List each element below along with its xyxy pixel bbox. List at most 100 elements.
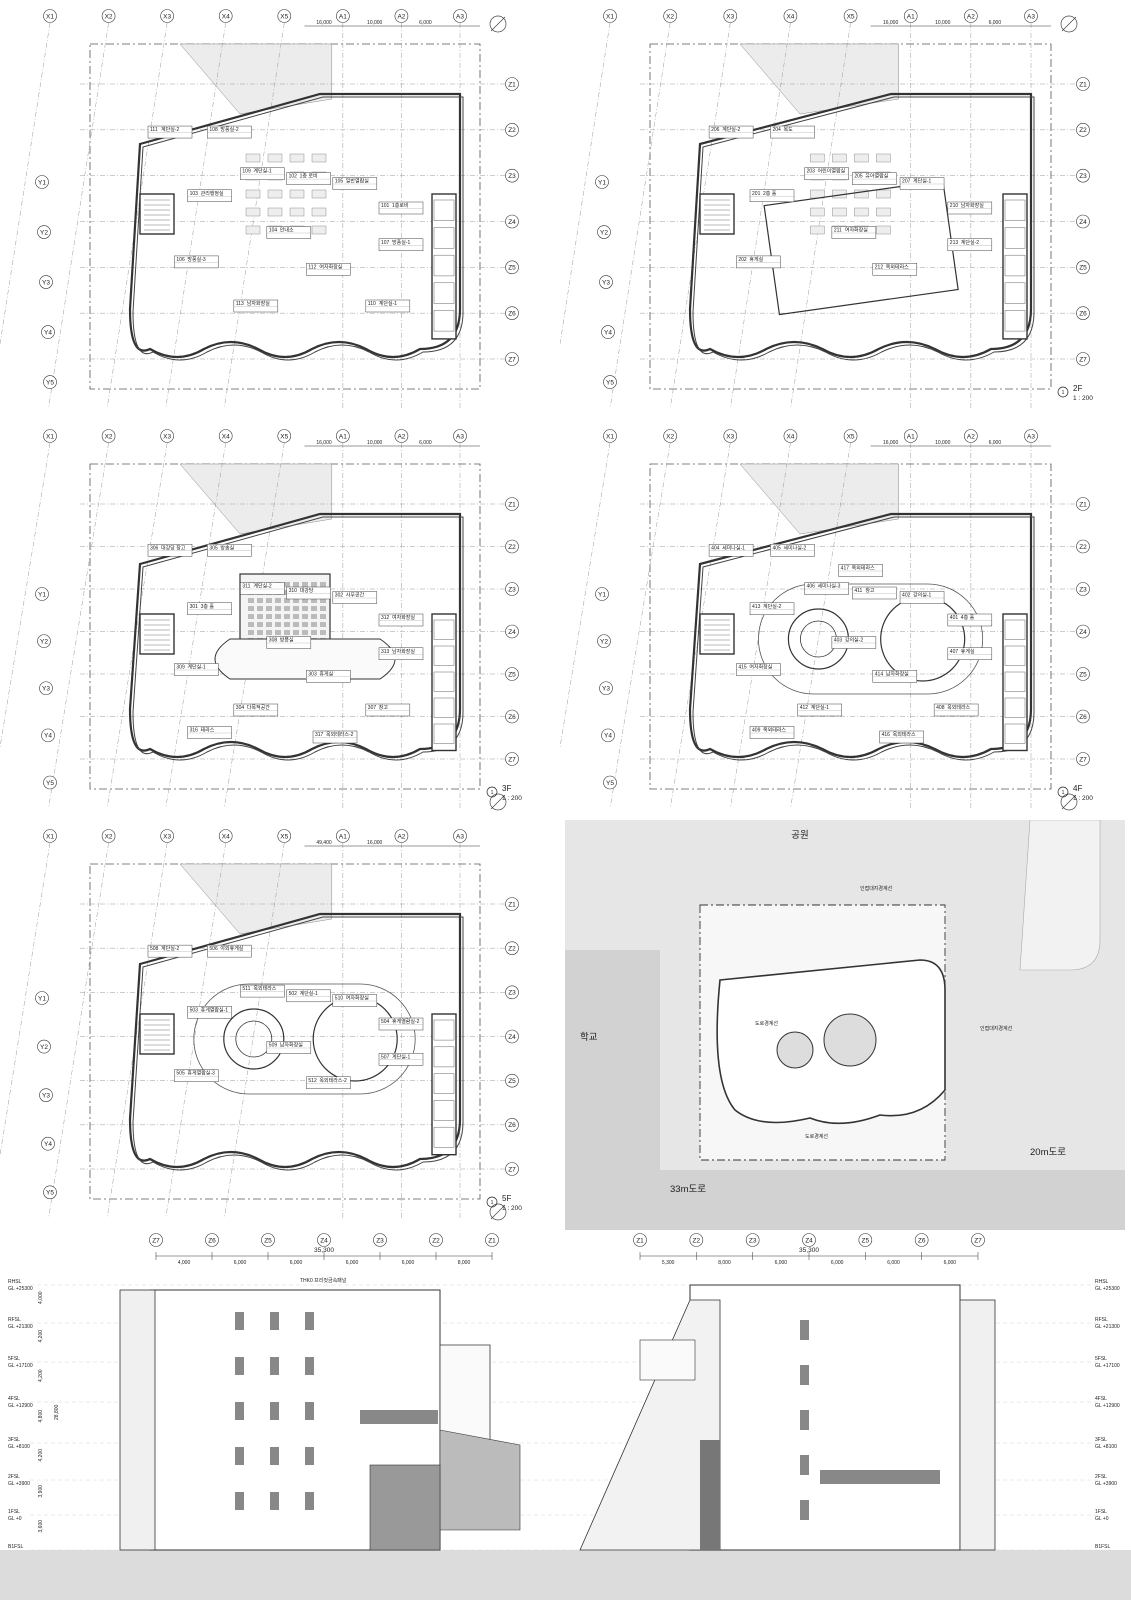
plan-4f-room-tag-408 (933, 703, 979, 717)
plan-3f-grid-z4-circle (505, 624, 519, 639)
plan-3f-seat (311, 630, 317, 635)
plan-2f-furniture (810, 153, 825, 163)
plan-4f-grid-z5-label: Z5 (1079, 671, 1087, 678)
plan-4f-grid-y1-circle (595, 587, 609, 601)
plan-3f-room-no-312: 312 (381, 615, 390, 621)
plan-5f-room-no-504: 504 (381, 1019, 390, 1025)
plan-3f-seat (311, 582, 317, 587)
plan-2f-furniture (810, 225, 825, 235)
plan-5f-room-tag-510 (332, 994, 378, 1007)
plan-2f-room-name-212: 옥외테라스 (886, 263, 909, 270)
plan-1f-room-name-110: 계단실-1 (379, 300, 397, 307)
plan-3f-room-name-302: 사무공간 (346, 592, 365, 599)
plan-2f-grid-x3-circle (723, 9, 738, 23)
plan-4f-grid-y2-label: Y2 (600, 638, 608, 645)
plan-1f-furniture (267, 207, 283, 217)
plan-5f-grid-z6-circle (505, 1118, 519, 1132)
plan-1f-grid-x2-circle (101, 9, 116, 23)
elev-right-window (800, 1455, 809, 1475)
plan-1f-room-tag-103 (187, 189, 232, 202)
plan-2f-grid-y1-circle (595, 175, 609, 189)
plan-1f-grid-z4-circle (505, 214, 519, 229)
plan-4f-title-floor: 4F (1073, 784, 1082, 793)
plan-4f-room-no-417: 417 (841, 566, 850, 572)
plan-3f-seat (284, 614, 290, 619)
plan-4f-toilet-room (1004, 697, 1026, 718)
plan-5f-room-no-511: 511 (242, 986, 250, 992)
elev-span-5: 8,000 (458, 1260, 471, 1266)
plan-5f-lightwell-2 (312, 996, 398, 1082)
plan-3f-room-no-308: 308 (269, 638, 278, 644)
elev-left-window (305, 1492, 314, 1510)
plan-4f-grid-z5-circle (1076, 667, 1090, 681)
elev-right-ramp (579, 1299, 721, 1551)
plan-3f-grid-z7-circle (505, 752, 519, 766)
plan-3f-grid-y4-label: Y4 (44, 733, 52, 740)
plan-4f-room-no-405: 405 (772, 545, 781, 551)
plan-4f-room-name-413: 계단실-2 (763, 603, 781, 610)
elev-level-height-4: 4,200 (38, 1449, 44, 1462)
plan-3f-grid-y1-label: Y1 (38, 591, 46, 598)
plan-2f-grid-y4-label: Y4 (604, 329, 612, 336)
plan-3f-grid-x4-label: X4 (222, 433, 230, 440)
plan-3f-room-tag-301 (187, 602, 232, 615)
plan-3f-grid-z5-circle (505, 667, 519, 681)
elev-level-height-6: 3,600 (38, 1520, 44, 1533)
plan-2f-furniture (832, 153, 847, 163)
plan-2f-toilet-room (1004, 199, 1026, 221)
plan-3f-seat (266, 614, 272, 619)
elev-left-window (235, 1447, 244, 1465)
site-school-label: 학교 (580, 1032, 598, 1043)
plan-4f-room-name-403: 강의실-2 (845, 637, 863, 644)
plan-2f-room-tag-211 (831, 226, 877, 239)
plan-2f-furniture (810, 189, 825, 199)
plan-2f-grid-a3-label: A3 (1027, 13, 1035, 20)
plan-5f-grid-z5-label: Z5 (508, 1078, 516, 1085)
plan-2f-dim-0: 16,000 (883, 20, 899, 26)
plan-4f-grid-y4-label: Y4 (604, 733, 612, 740)
plan-5f-gridline-x4 (165, 842, 226, 1219)
plan-1f-furniture (311, 189, 327, 199)
plan-5f-grid-z7-label: Z7 (508, 1166, 516, 1173)
plan-4f-room-no-414: 414 (875, 671, 884, 677)
plan-5f-grid-a1-circle (336, 829, 350, 843)
plan-3f-room-tag-305 (207, 544, 252, 557)
plan-1f-grid-z6-circle (505, 306, 519, 320)
plan-2f-grid-a1-circle (903, 9, 918, 23)
plan-2f-room-tag-213 (947, 238, 993, 251)
plan-1f-room-no-110: 110 (368, 301, 376, 307)
plan-4f-grid-y2-circle (597, 634, 611, 648)
plan-2f-grid-y3-label: Y3 (602, 279, 610, 286)
plan-3f-seat (284, 598, 290, 603)
plan-2f-grid-a2-label: A2 (967, 13, 975, 20)
plan-3f-room-name-303: 휴게실 (319, 670, 333, 677)
plan-3f-grid-y4-circle (41, 728, 55, 743)
plan-4f-room-no-403: 403 (834, 638, 843, 644)
plan-3f-grid-z1-label: Z1 (508, 501, 516, 508)
elev-total-dim: 35,300 (799, 1247, 819, 1254)
plan-3f-room-no-309: 309 (176, 665, 185, 671)
elev-left-canopy (439, 1429, 521, 1531)
plan-5f-grid-z5-circle (505, 1073, 519, 1088)
elev-span-1: 6,000 (234, 1260, 247, 1266)
plan-4f-room-name-406: 세미나실-3 (818, 583, 841, 590)
plan-4f-grid-a3-circle (1024, 429, 1038, 443)
elev-span-4: 6,000 (887, 1260, 900, 1266)
plan-3f-grid-a2-circle (394, 429, 409, 443)
plan-4f-grid-z6-circle (1076, 709, 1090, 724)
plan-2f-grid-y4-circle (601, 325, 615, 339)
plan-1f-dim-2: 6,000 (419, 20, 432, 26)
plan-3f-gridline-x1 (0, 442, 51, 749)
plan-1f-grid-z1-label: Z1 (508, 81, 516, 88)
plan-1f-room-name-111: 계단실-2 (161, 126, 179, 133)
plan-5f-room-tag-509 (266, 1041, 312, 1054)
elev-right-glazing (700, 1440, 720, 1550)
plan-3f-seat (311, 606, 317, 611)
plan-1f-ramp-area (179, 43, 333, 115)
elev-left-window (235, 1312, 244, 1330)
plan-1f-room-tag-105 (332, 177, 378, 190)
plan-5f-grid-z2-label: Z2 (508, 945, 516, 952)
plan-3f-room-no-301: 301 (190, 604, 199, 610)
